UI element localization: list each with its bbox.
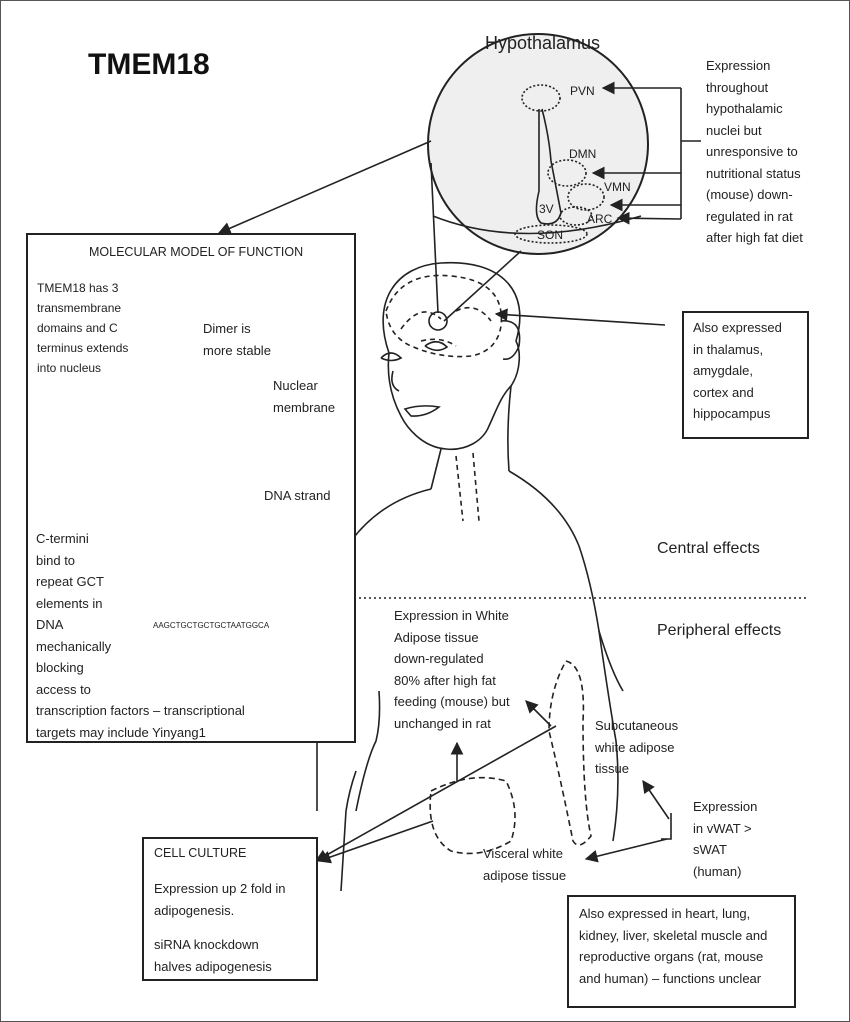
- third-ventricle: [535, 108, 562, 225]
- central-effects-label: Central effects: [657, 540, 760, 557]
- arrow-arc: [616, 211, 682, 225]
- other-tissues-box: [567, 895, 796, 1008]
- vmn-nucleus: [567, 183, 605, 211]
- subcutaneous-fat: [548, 660, 592, 846]
- arrow-to-molecular: [217, 140, 432, 235]
- molecular-model-box: [26, 233, 356, 743]
- son-label: SON: [537, 228, 564, 242]
- arm-left-inner: [355, 690, 381, 812]
- pvn-label: PVN: [570, 84, 595, 98]
- brain-note-box: [682, 311, 809, 439]
- shoulder-right: [508, 470, 624, 692]
- cell-culture-box: [142, 837, 318, 981]
- cell-culture-heading: CELL CULTURE: [154, 846, 247, 860]
- callout-line-left: [430, 162, 439, 314]
- arrow-brain-note: [494, 308, 666, 326]
- hypothalamus-base: [432, 215, 642, 235]
- dna-strand-label: DNA strand: [264, 488, 331, 503]
- callout-line-right: [443, 250, 522, 322]
- spinal-cord: [455, 452, 480, 522]
- arrow-vwat-up: [642, 779, 670, 820]
- c-termini-text: C-termini bind to repeat GCT elements in…: [36, 531, 245, 740]
- hypothalamus-marker: [428, 311, 448, 331]
- hypothalamus-note: Expression throughout hypothalamic nucle…: [706, 58, 803, 245]
- cell-culture-line2: siRNA knockdown halves adipogenesis: [154, 937, 272, 974]
- diagram-title: TMEM18: [88, 48, 210, 81]
- nose: [391, 370, 400, 392]
- dmn-label: DMN: [569, 147, 597, 161]
- arrow-cell-culture-1: [314, 725, 557, 862]
- vmn-label: VMN: [604, 180, 631, 194]
- visceral-fat: [429, 776, 516, 855]
- arrow-cell-culture-2: [317, 820, 434, 864]
- nuclei-bracket: [680, 88, 701, 219]
- third-ventricle-label: 3V: [539, 202, 554, 216]
- mouth: [403, 405, 441, 417]
- dna-sequence: AAGCTGCTGCTGCTAATGGCA: [153, 621, 270, 630]
- hypothalamus-label: Hypothalamus: [485, 33, 601, 53]
- neck-left: [430, 448, 442, 490]
- other-tissues-note: Also expressed in heart, lung, kidney, l…: [579, 906, 768, 986]
- visceral-label: Visceral white adipose tissue: [483, 846, 567, 883]
- arc-nucleus: [559, 206, 593, 226]
- peripheral-effects-label: Peripheral effects: [657, 622, 782, 639]
- brain-note: Also expressed in thalamus, amygdale, co…: [693, 320, 782, 421]
- molecular-heading: MOLECULAR MODEL OF FUNCTION: [89, 245, 304, 259]
- torso-right: [598, 630, 619, 842]
- cell-culture-line1: Expression up 2 fold in adipogenesis.: [154, 881, 286, 918]
- arrow-vwat-down: [584, 838, 668, 863]
- dimer-text: Dimer is more stable: [203, 321, 271, 358]
- vwat-note: Expression in vWAT > sWAT (human): [693, 799, 758, 879]
- pvn-nucleus: [521, 84, 561, 112]
- brain-folds: [400, 306, 492, 347]
- arrow-wat-subq: [525, 700, 552, 727]
- hypothalamus-circle: [427, 33, 649, 255]
- son-nucleus: [514, 224, 588, 244]
- ear: [500, 320, 521, 361]
- arc-label: ARC: [587, 212, 613, 226]
- brain-outline: [385, 274, 503, 358]
- nuclear-membrane-label: Nuclear membrane: [273, 378, 336, 415]
- tm-domains-text: TMEM18 has 3 transmembrane domains and C…: [37, 281, 129, 375]
- torso-left: [340, 770, 357, 892]
- subcutaneous-label: Subcutaneous white adipose tissue: [595, 718, 679, 776]
- vwat-bracket: [661, 813, 672, 840]
- inner-eye: [424, 340, 449, 352]
- wat-note: Expression in White Adipose tissue down-…: [394, 608, 510, 731]
- neck-right: [507, 385, 512, 472]
- eye: [380, 352, 403, 362]
- dmn-nucleus: [547, 159, 587, 187]
